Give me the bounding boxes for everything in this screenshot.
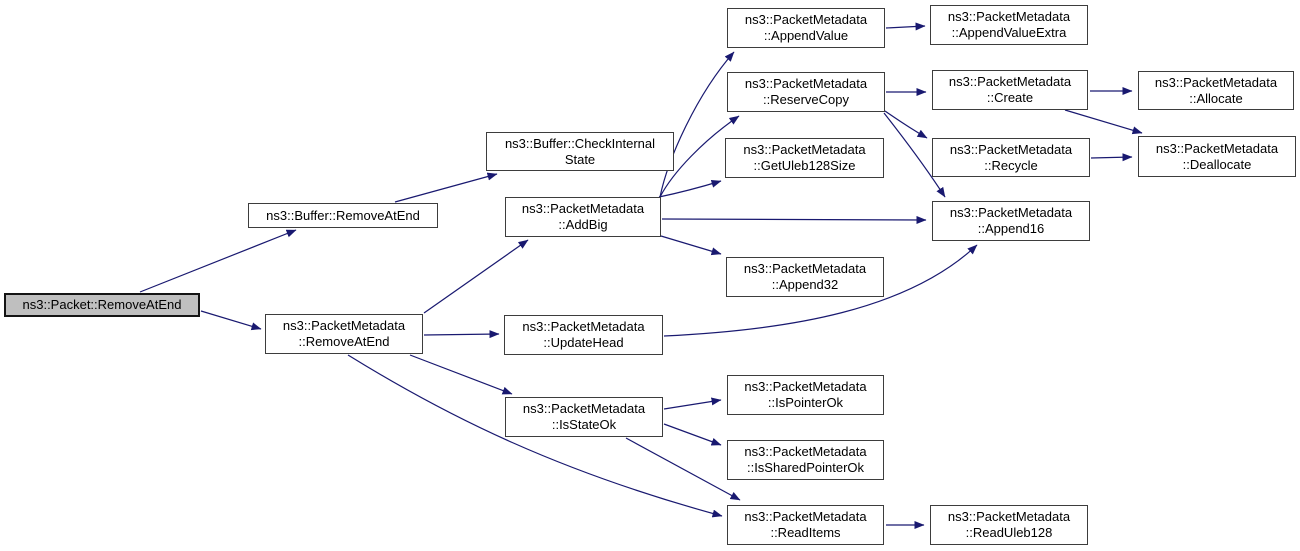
node-label-line: ns3::PacketMetadata <box>948 74 1072 89</box>
node-pm-read-uleb128[interactable]: ns3::PacketMetadata::ReadUleb128 <box>930 505 1088 545</box>
node-label-line: ns3::PacketMetadata <box>522 401 646 416</box>
node-label-line: ns3::PacketMetadata <box>947 9 1071 24</box>
node-label-line: ns3::PacketMetadata <box>521 201 645 216</box>
edge-pm-remove-at-end--pm-is-state-ok <box>409 354 513 395</box>
edge-pm-create--pm-deallocate <box>1064 109 1143 135</box>
node-label-line: ns3::PacketMetadata <box>744 444 867 459</box>
node-pm-deallocate[interactable]: ns3::PacketMetadata::Deallocate <box>1138 136 1296 177</box>
edge-pm-remove-at-end--pm-read-items <box>347 354 723 518</box>
node-label-line: ::ReadItems <box>770 525 841 540</box>
node-pm-is-pointer-ok[interactable]: ns3::PacketMetadata::IsPointerOk <box>727 375 884 415</box>
edge-pm-is-state-ok--pm-is-pointer-ok <box>663 397 722 410</box>
node-label-line: ::Deallocate <box>1182 156 1252 172</box>
node-label-line: ns3::Buffer::CheckInternal <box>504 135 656 151</box>
node-label-line: ns3::PacketMetadata <box>744 76 868 91</box>
edge-pm-add-big--pm-append16 <box>661 215 927 224</box>
edge-pm-add-big--pm-reserve-copy <box>659 115 740 198</box>
node-label-line: ns3::PacketMetadata <box>743 261 867 276</box>
edge-buffer-remove-at-end--buffer-check-internal-state <box>394 172 498 203</box>
node-label-line: ns3::PacketMetadata <box>949 141 1073 157</box>
edge-packet-remove-at-end--buffer-remove-at-end <box>139 229 297 293</box>
node-label-line: ::IsPointerOk <box>767 395 844 410</box>
node-pm-allocate[interactable]: ns3::PacketMetadata::Allocate <box>1138 71 1294 110</box>
node-label-line: ::Create <box>986 90 1034 105</box>
node-pm-get-uleb128-size[interactable]: ns3::PacketMetadata::GetUleb128Size <box>725 138 884 178</box>
node-label-line: ns3::PacketMetadata <box>744 379 867 394</box>
node-label-line: ::GetUleb128Size <box>753 158 856 173</box>
edge-pm-add-big--pm-get-uleb128-size <box>658 179 722 198</box>
edge-pm-add-big--pm-append32 <box>660 235 722 256</box>
node-pm-append32[interactable]: ns3::PacketMetadata::Append32 <box>726 257 884 297</box>
node-buffer-remove-at-end[interactable]: ns3::Buffer::RemoveAtEnd <box>248 203 438 228</box>
node-label-line: ::AppendValueExtra <box>951 25 1067 40</box>
node-pm-read-items[interactable]: ns3::PacketMetadata::ReadItems <box>727 505 884 545</box>
node-label-line: ::AppendValue <box>763 28 849 43</box>
edge-pm-reserve-copy--pm-append16 <box>883 112 946 198</box>
node-pm-append-value[interactable]: ns3::PacketMetadata::AppendValue <box>727 8 885 48</box>
edge-pm-update-head--pm-append16 <box>663 244 978 337</box>
edge-pm-is-state-ok--pm-read-items <box>625 437 741 501</box>
node-pm-is-state-ok[interactable]: ns3::PacketMetadata::IsStateOk <box>505 397 663 437</box>
edge-pm-remove-at-end--pm-add-big <box>423 239 529 314</box>
node-label-line: ::Recycle <box>984 157 1038 173</box>
edge-pm-add-big--pm-append-value <box>659 51 735 198</box>
node-label-line: ns3::Buffer::RemoveAtEnd <box>266 207 420 223</box>
node-label-line: ::Append16 <box>977 221 1045 236</box>
node-label-line: ::ReadUleb128 <box>965 525 1053 540</box>
node-label-line: ns3::PacketMetadata <box>743 142 866 157</box>
node-pm-recycle[interactable]: ns3::PacketMetadata::Recycle <box>932 138 1090 177</box>
node-label-line: ns3::PacketMetadata <box>947 509 1071 524</box>
edge-pm-is-state-ok--pm-is-shared-pointer-ok <box>663 423 722 446</box>
node-label-line: ns3::PacketMetadata <box>282 318 406 333</box>
node-label-line: State <box>564 151 596 167</box>
edge-packet-remove-at-end--pm-remove-at-end <box>200 310 262 331</box>
node-pm-remove-at-end[interactable]: ns3::PacketMetadata::RemoveAtEnd <box>265 314 423 354</box>
node-pm-update-head[interactable]: ns3::PacketMetadata::UpdateHead <box>504 315 663 355</box>
node-label-line: ns3::PacketMetadata <box>522 319 645 334</box>
edge-pm-remove-at-end--pm-update-head <box>423 330 500 339</box>
node-label-line: ::IsSharedPointerOk <box>746 460 865 475</box>
node-label-line: ::ReserveCopy <box>763 92 849 107</box>
node-label-line: ::Append32 <box>771 277 839 292</box>
node-pm-create[interactable]: ns3::PacketMetadata::Create <box>932 70 1088 110</box>
node-label-line: ns3::Packet::RemoveAtEnd <box>22 297 182 312</box>
node-pm-append-value-extra[interactable]: ns3::PacketMetadata::AppendValueExtra <box>930 5 1088 45</box>
node-packet-remove-at-end: ns3::Packet::RemoveAtEnd <box>4 293 200 317</box>
edge-pm-reserve-copy--pm-recycle <box>884 110 928 139</box>
node-label-line: ns3::PacketMetadata <box>744 509 867 524</box>
node-label-line: ::UpdateHead <box>543 335 624 350</box>
node-label-line: ::Allocate <box>1189 90 1243 106</box>
node-label-line: ns3::PacketMetadata <box>949 205 1073 220</box>
edge-pm-append-value--pm-append-value-extra <box>885 22 926 31</box>
node-label-line: ::AddBig <box>558 217 608 232</box>
node-label-line: ::IsStateOk <box>551 417 617 432</box>
node-pm-append16[interactable]: ns3::PacketMetadata::Append16 <box>932 201 1090 241</box>
node-pm-add-big[interactable]: ns3::PacketMetadata::AddBig <box>505 197 661 237</box>
node-label-line: ::RemoveAtEnd <box>298 334 390 349</box>
node-label-line: ns3::PacketMetadata <box>1155 140 1279 156</box>
node-label-line: ns3::PacketMetadata <box>1154 74 1278 90</box>
node-pm-is-shared-pointer-ok[interactable]: ns3::PacketMetadata::IsSharedPointerOk <box>727 440 884 480</box>
edge-pm-recycle--pm-deallocate <box>1090 153 1133 162</box>
node-pm-reserve-copy[interactable]: ns3::PacketMetadata::ReserveCopy <box>727 72 885 112</box>
node-label-line: ns3::PacketMetadata <box>744 12 868 27</box>
